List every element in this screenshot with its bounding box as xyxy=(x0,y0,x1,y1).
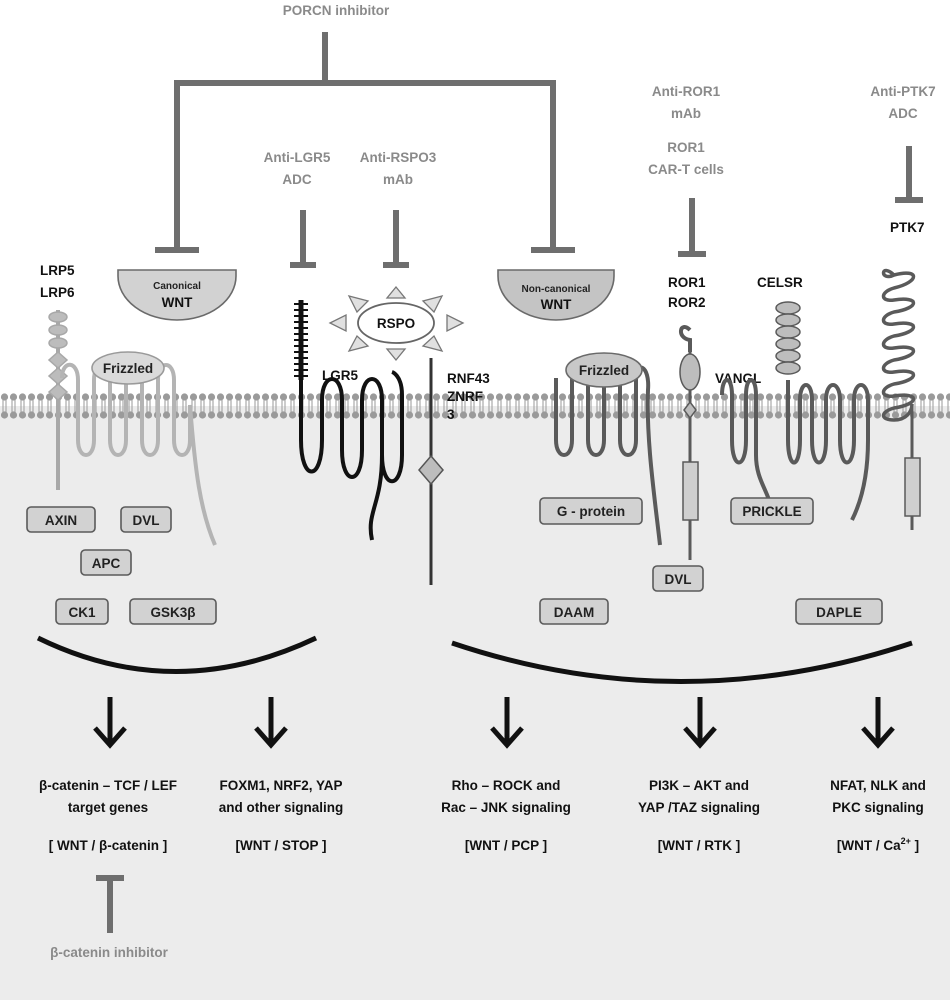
lrp5-6-receptor xyxy=(47,310,69,490)
svg-text:[ WNT / β-catenin ]: [ WNT / β-catenin ] xyxy=(49,838,167,853)
beta-catenin-inhibitor-label: β-catenin inhibitor xyxy=(50,945,168,960)
ror2-label: ROR2 xyxy=(668,295,706,310)
axin-box: AXIN xyxy=(26,506,96,533)
canonical-wnt-small-label: Canonical xyxy=(153,281,201,292)
arrow-down-2 xyxy=(254,697,288,749)
svg-text:[WNT / STOP ]: [WNT / STOP ] xyxy=(236,838,327,853)
prickle-box: PRICKLE xyxy=(730,497,814,525)
ptk7-receptor xyxy=(881,268,921,530)
anti-ror1-label-2: mAb xyxy=(671,106,701,121)
anti-ptk7-inhibition-bar xyxy=(895,146,923,203)
apc-box: APC xyxy=(80,549,132,576)
svg-text:and other signaling: and other signaling xyxy=(219,800,344,815)
lgr5-receptor xyxy=(294,300,404,541)
arrow-down-3 xyxy=(490,697,524,749)
svg-text:YAP /TAZ signaling: YAP /TAZ signaling xyxy=(638,800,760,815)
frizzled-right-label: Frizzled xyxy=(579,363,629,378)
svg-text:PRICKLE: PRICKLE xyxy=(742,504,801,519)
cytoplasm xyxy=(0,406,950,1000)
svg-text:β-catenin – TCF / LEF: β-catenin – TCF / LEF xyxy=(39,778,177,793)
svg-text:FOXM1, NRF2, YAP: FOXM1, NRF2, YAP xyxy=(219,778,342,793)
rnf43-label: RNF43 xyxy=(447,371,490,386)
output-arrows xyxy=(93,697,895,749)
ror1-label: ROR1 xyxy=(668,275,706,290)
noncanonical-wnt-label: WNT xyxy=(541,297,572,312)
lrp5-label: LRP5 xyxy=(40,263,75,278)
anti-ror1-inhibition-bar xyxy=(678,198,706,257)
svg-text:NFAT, NLK and: NFAT, NLK and xyxy=(830,778,926,793)
anti-ptk7-label-2: ADC xyxy=(888,106,917,121)
anti-rspo3-inhibition-bar xyxy=(383,210,409,268)
dvl-box-right: DVL xyxy=(652,565,704,592)
svg-text:G - protein: G - protein xyxy=(557,504,625,519)
svg-text:Rac – JNK signaling: Rac – JNK signaling xyxy=(441,800,571,815)
ptk7-label: PTK7 xyxy=(890,220,925,235)
znrf-label: ZNRF xyxy=(447,389,483,404)
svg-text:[WNT / RTK ]: [WNT / RTK ] xyxy=(658,838,740,853)
rspo-ligand: RSPO xyxy=(328,285,465,362)
svg-text:GSK3β: GSK3β xyxy=(150,605,195,620)
gsk3b-box: GSK3β xyxy=(129,598,217,625)
svg-text:CK1: CK1 xyxy=(68,605,95,620)
celsr-receptor xyxy=(775,301,870,521)
arrow-down-5 xyxy=(861,697,895,749)
noncanonical-wnt-ligand: Non-canonical WNT xyxy=(497,269,615,321)
rnf43-znrf3-receptor xyxy=(418,358,444,585)
arrow-down-1 xyxy=(93,697,127,749)
daam-box: DAAM xyxy=(539,598,609,625)
svg-text:DVL: DVL xyxy=(133,513,160,528)
porcn-inhibitor-label: PORCN inhibitor xyxy=(283,3,390,18)
outcome-wnt-ca: NFAT, NLK and PKC signaling [WNT / Ca2+ … xyxy=(830,778,926,853)
celsr-label: CELSR xyxy=(757,275,803,290)
svg-text:DAAM: DAAM xyxy=(554,605,595,620)
arrow-down-4 xyxy=(683,697,717,749)
frizzled-left-label: Frizzled xyxy=(103,361,153,376)
ror1-cart-label-1: ROR1 xyxy=(667,140,705,155)
outcome-wnt-rtk: PI3K – AKT and YAP /TAZ signaling [WNT /… xyxy=(638,778,760,853)
anti-rspo3-label-2: mAb xyxy=(383,172,413,187)
g-protein-box: G - protein xyxy=(539,497,643,525)
svg-text:DAPLE: DAPLE xyxy=(816,605,862,620)
znrf-3-label: 3 xyxy=(447,407,455,422)
canonical-convergence-arc xyxy=(36,635,318,674)
daple-box: DAPLE xyxy=(795,598,883,625)
outcome-wnt-pcp: Rho – ROCK and Rac – JNK signaling [WNT … xyxy=(441,778,571,853)
anti-lgr5-label-1: Anti-LGR5 xyxy=(264,150,331,165)
outcome-wnt-stop: FOXM1, NRF2, YAP and other signaling [WN… xyxy=(219,778,344,853)
anti-ptk7-label-1: Anti-PTK7 xyxy=(870,84,935,99)
ror-receptor xyxy=(679,325,701,560)
noncanonical-convergence-arc xyxy=(451,640,913,684)
svg-text:target genes: target genes xyxy=(68,800,148,815)
porcn-inhibition-bracket xyxy=(155,32,575,253)
noncanonical-wnt-small-label: Non-canonical xyxy=(522,284,591,295)
vangl-protein xyxy=(720,378,774,511)
svg-text:[WNT / Ca2+ ]: [WNT / Ca2+ ] xyxy=(837,836,919,853)
ror1-cart-label-2: CAR-T cells xyxy=(648,162,724,177)
anti-lgr5-label-2: ADC xyxy=(282,172,311,187)
rspo-label: RSPO xyxy=(377,316,415,331)
outcome-wnt-beta-catenin: β-catenin – TCF / LEF target genes [ WNT… xyxy=(39,778,177,853)
canonical-wnt-ligand: Canonical WNT xyxy=(117,269,237,321)
svg-text:APC: APC xyxy=(92,556,121,571)
svg-text:PI3K – AKT and: PI3K – AKT and xyxy=(649,778,749,793)
svg-text:AXIN: AXIN xyxy=(45,513,77,528)
anti-lgr5-inhibition-bar xyxy=(290,210,316,268)
frizzled-receptor-left: Frizzled xyxy=(60,351,217,546)
lrp6-label: LRP6 xyxy=(40,285,75,300)
beta-catenin-inhibition-bar xyxy=(96,875,124,933)
svg-text:[WNT / PCP ]: [WNT / PCP ] xyxy=(465,838,547,853)
svg-text:Rho – ROCK and: Rho – ROCK and xyxy=(452,778,561,793)
anti-ror1-label-1: Anti-ROR1 xyxy=(652,84,721,99)
ck1-box: CK1 xyxy=(55,598,109,625)
svg-text:PKC signaling: PKC signaling xyxy=(832,800,924,815)
frizzled-receptor-right: Frizzled xyxy=(554,352,662,546)
dvl-box-left: DVL xyxy=(120,506,172,533)
anti-rspo3-label-1: Anti-RSPO3 xyxy=(360,150,437,165)
canonical-wnt-label: WNT xyxy=(162,295,193,310)
svg-text:DVL: DVL xyxy=(665,572,692,587)
